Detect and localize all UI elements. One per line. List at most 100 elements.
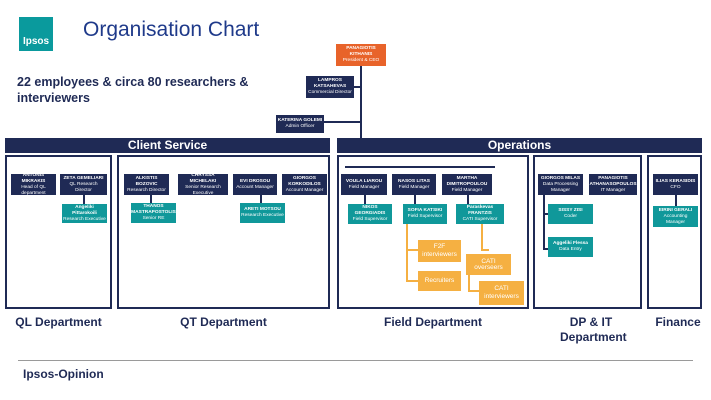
org-box-admin-officer: KATERINA GOLEMI Admin Officer: [276, 115, 324, 133]
subtitle: 22 employees & circa 80 researchers & in…: [17, 75, 249, 105]
ipsos-logo: Ipsos: [19, 17, 53, 51]
dept-label-dpit: DP & IT Department: [560, 315, 627, 344]
connector-ceo-vertical: [360, 62, 362, 138]
person-role: Account Manager: [285, 187, 324, 193]
person-name: EIRINI GERALI: [658, 207, 693, 213]
ql-department-frame: [5, 155, 112, 309]
person-role: Admin Officer: [285, 124, 315, 129]
org-box-field-manager-1: VOULA LIAROU Field Manager: [341, 174, 387, 195]
person-role: Research Executive: [63, 216, 106, 222]
footer-text: Ipsos-Opinion: [23, 367, 104, 381]
org-box-field-supervisor-2: SOFIA KATSIKI Field Supervisor: [403, 204, 447, 224]
person-name: VOULA LIAROU: [345, 178, 383, 184]
qt-department-frame: [117, 155, 330, 309]
person-role: Commercial Director: [308, 90, 352, 95]
person-name: Aggeliki Flessa: [553, 241, 588, 246]
person-name: ZETA GEMELIARI: [63, 175, 104, 181]
org-box-commercial-director: LAMPROS KATSAHEVAS Commercial Director: [306, 76, 354, 98]
person-name: SOFIA KATSIKI: [407, 208, 443, 213]
operations-bar: Operations: [337, 138, 702, 153]
person-role: QL Research Director: [69, 181, 98, 193]
org-box-data-entry: Aggeliki Flessa Data Entry: [548, 237, 593, 257]
person-role: Field Manager: [348, 184, 380, 190]
connector-f2f-vertical: [406, 224, 408, 280]
person-role: Coder: [563, 214, 578, 219]
org-box-ql-head: ANTONIS MIKRAKIS Head of QL department: [11, 174, 56, 195]
footer-divider: [18, 360, 693, 361]
connector-cati-h2: [468, 290, 480, 292]
unit-label: CATI interviewers: [484, 285, 519, 300]
connector-ql: [83, 195, 85, 206]
org-box-ql-research-executive: Angeliki Pittarokoili Research Executive: [62, 204, 107, 223]
person-name: NASOS LITAS: [398, 178, 430, 184]
person-role: Field Supervisor: [407, 214, 443, 219]
person-name: EVI DROSOU: [239, 178, 271, 184]
connector-finance: [675, 195, 677, 207]
person-role: Data Entry: [559, 247, 582, 252]
unit-label: Recruiters: [424, 277, 455, 284]
connector-ceo-katerina: [324, 121, 361, 123]
org-box-accounting-manager: EIRINI GERALI Accounting Manager: [653, 206, 698, 227]
connector-f2f-h2: [406, 280, 418, 282]
dpit-department-frame: [533, 155, 642, 309]
org-box-cati-supervisor: Paraskevas FRANTZIS CATI Supervisor: [456, 204, 504, 224]
org-box-data-processing-manager: GIORGOS MILAS Data Processing Manager: [538, 174, 583, 195]
unit-cati-overseers: CATI overseers: [466, 254, 511, 275]
person-name: Paraskevas FRANTZIS: [466, 205, 494, 216]
person-role: CFO: [670, 184, 681, 190]
connector-field-3: [467, 195, 469, 204]
unit-label: F2F interviewers: [422, 243, 457, 258]
person-role: Field Manager: [398, 184, 430, 190]
org-box-cfo: ILIAS KERASIDIS CFO: [653, 174, 698, 195]
person-role: Data Processing Manager: [542, 181, 579, 193]
person-role: Accounting Manager: [663, 213, 688, 225]
client-service-bar: Client Service: [5, 138, 330, 153]
connector-field-1: [364, 195, 366, 204]
person-role: Senior Research Executive: [185, 184, 221, 196]
connector-qt-1: [150, 195, 152, 204]
connector-dpit: [543, 195, 545, 249]
connector-dpit-h1: [543, 213, 548, 215]
person-role: Account Manager: [236, 184, 274, 190]
person-name: PANAGIOTIS KITHANIS: [346, 46, 376, 57]
unit-recruiters: Recruiters: [418, 271, 461, 291]
org-box-coder: SISSY ZISI Coder: [548, 204, 593, 224]
person-name: ILIAS KERASIDIS: [655, 178, 696, 184]
finance-department-frame: [647, 155, 702, 309]
org-box-qt-account-manager-2: GIORGOS KORKODILOS Account Manager: [282, 174, 327, 195]
person-name: CHRYSSA MICHELAKI: [189, 174, 217, 184]
person-role: IT Manager: [600, 187, 626, 193]
connector-cati-v1: [481, 224, 483, 250]
org-box-field-supervisor-1: NIKOS GEORGIADIS Field Supervisor: [348, 204, 392, 224]
connector-operations: [345, 166, 495, 168]
unit-cati-interviewers: CATI interviewers: [479, 281, 524, 305]
connector-cati-v2: [468, 270, 470, 291]
person-name: THANOS MASTRAPOSTOLIS: [131, 204, 176, 215]
person-role: Senior RE: [142, 216, 165, 221]
person-role: Field Supervisor: [352, 217, 388, 222]
dept-label-field: Field Department: [383, 315, 482, 329]
logo-text: Ipsos: [22, 36, 50, 47]
org-box-field-manager-2: NASOS LITAS Field Manager: [392, 174, 436, 195]
person-name: ALKISTIS BOZOVIC: [135, 175, 158, 187]
person-name: KATERINA GOLEMI: [277, 118, 323, 123]
person-name: ANTONIS MIKRAKIS: [21, 174, 46, 184]
person-name: ARETI MOTSOU: [244, 207, 281, 212]
person-name: LAMPROS KATSAHEVAS: [313, 78, 347, 89]
unit-f2f-interviewers: F2F interviewers: [418, 240, 461, 262]
org-box-qt-research-director: ALKISTIS BOZOVIC Research Director: [124, 174, 169, 195]
org-box-qt-account-manager-1: EVI DROSOU Account Manager: [233, 174, 277, 195]
connector-dpit-h2: [543, 248, 548, 250]
person-name: MARTHA DIMITROPOULOU: [446, 175, 488, 187]
connector-qt-2: [260, 195, 262, 204]
org-box-it-manager: PANAGIOTIS ATHANASOPOULOS IT Manager: [589, 174, 637, 195]
page-title: Organisation Chart: [83, 18, 260, 41]
person-name: Angeliki Pittarokoili: [72, 204, 97, 216]
org-box-ceo: PANAGIOTIS KITHANIS President & CEO: [336, 44, 386, 66]
org-box-qt-research-executive: ARETI MOTSOU Research Executive: [240, 203, 285, 223]
connector-f2f-h1: [406, 249, 418, 251]
connector-cati-h: [481, 249, 489, 251]
person-name: GIORGOS MILAS: [540, 175, 581, 181]
field-department-frame: [337, 155, 529, 309]
person-role: CATI Supervisor: [462, 217, 498, 222]
